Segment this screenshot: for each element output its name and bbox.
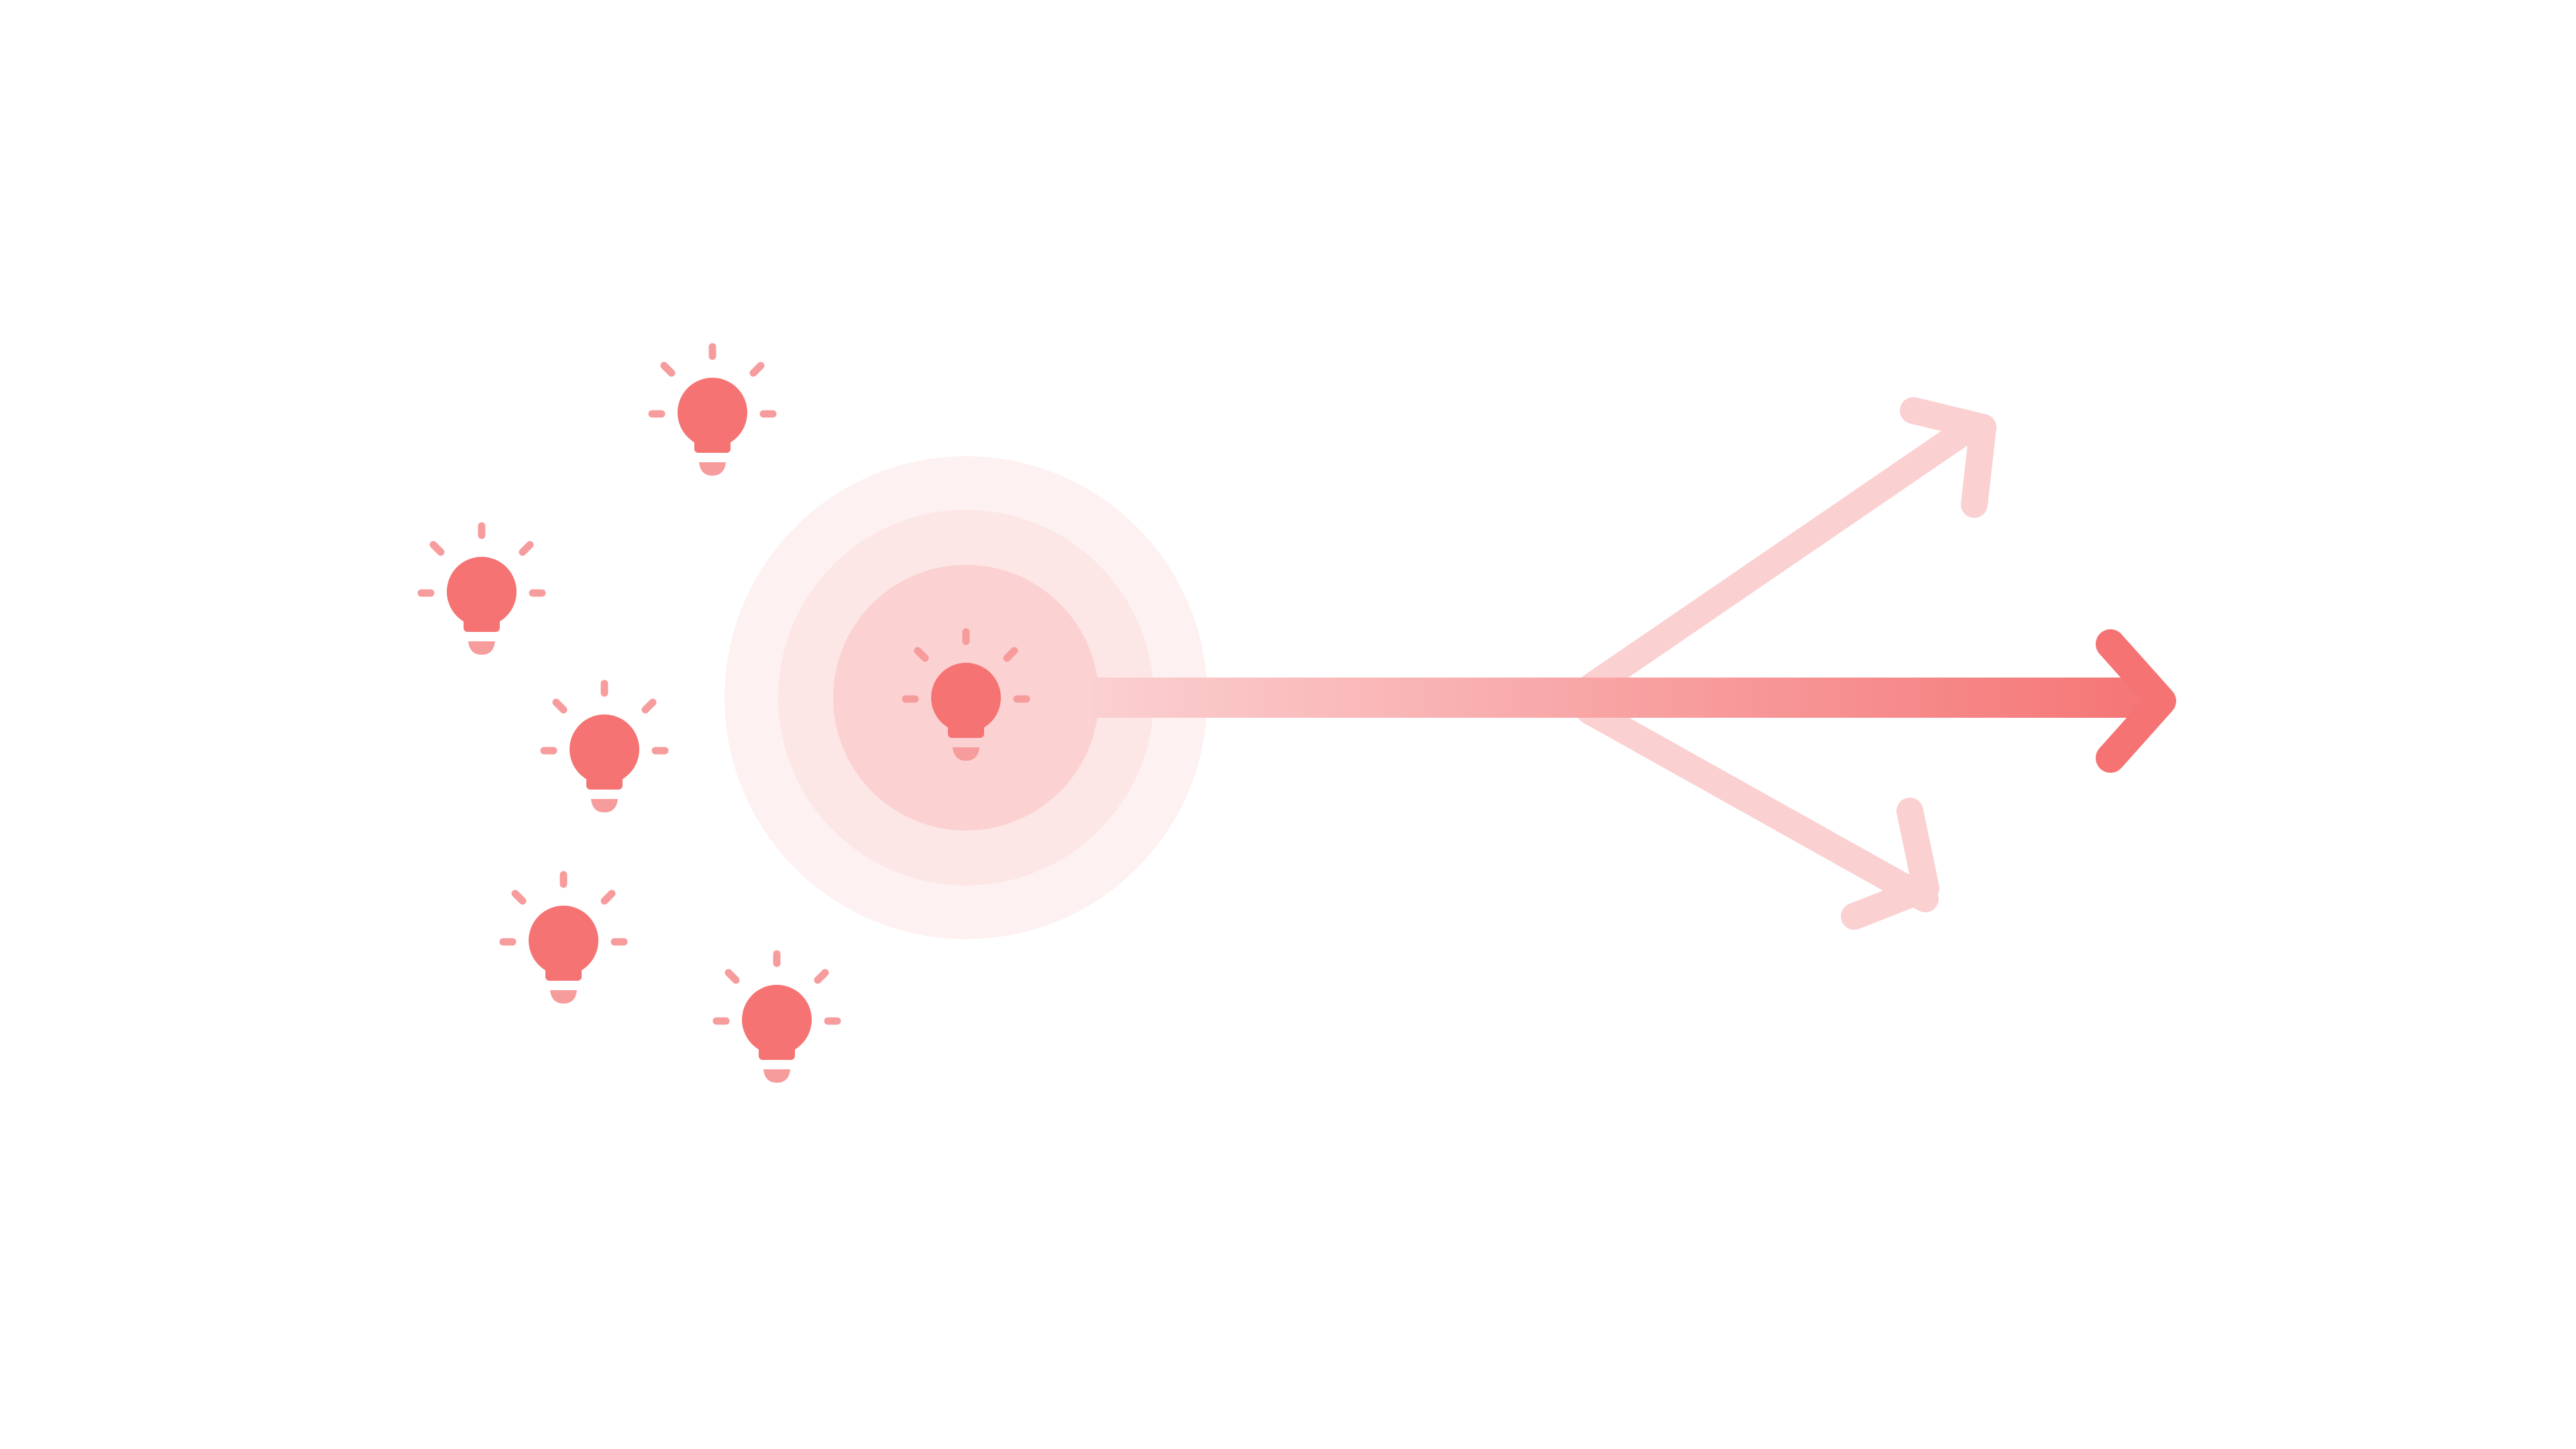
lightbulb-icon-5 (712, 950, 841, 1083)
lightbulb-icon-2 (417, 522, 546, 655)
upper-arrow (1576, 397, 1996, 701)
lightbulb-icon-1 (648, 343, 777, 476)
bulb-base (591, 799, 618, 812)
lower-arrow-head (1841, 798, 1939, 930)
bulb-glass (742, 985, 812, 1055)
light-rays (540, 680, 669, 755)
light-rays (417, 522, 546, 597)
bulb-neck (545, 959, 582, 981)
lightbulbs (417, 343, 1030, 1083)
bulb-base (468, 641, 495, 655)
focused-lightbulb-icon (902, 628, 1030, 761)
bulb-neck (948, 716, 984, 738)
light-rays (902, 628, 1030, 703)
upper-arrow-head (1900, 397, 1996, 518)
main-arrow (1093, 629, 2176, 773)
bulb-glass (447, 557, 517, 627)
light-rays (712, 950, 841, 1025)
bulb-neck (464, 610, 500, 632)
bulb-base (550, 990, 577, 1004)
bulb-neck (759, 1038, 795, 1060)
lower-arrow (1576, 698, 1939, 930)
bulb-base (763, 1069, 790, 1083)
light-rays (499, 871, 628, 946)
bulb-glass (529, 906, 598, 975)
lightbulb-icon-3 (540, 680, 669, 812)
bulb-glass (931, 663, 1001, 733)
bulb-glass (678, 378, 747, 447)
bulb-neck (694, 431, 731, 453)
bulb-base (953, 747, 979, 761)
bulb-base (699, 462, 726, 476)
main-arrow-head (2096, 629, 2176, 773)
bulb-neck (586, 768, 623, 790)
bulb-glass (570, 714, 639, 784)
light-rays (648, 343, 777, 418)
lightbulb-icon-4 (499, 871, 628, 1004)
main-arrow-shaft (1093, 678, 2160, 718)
